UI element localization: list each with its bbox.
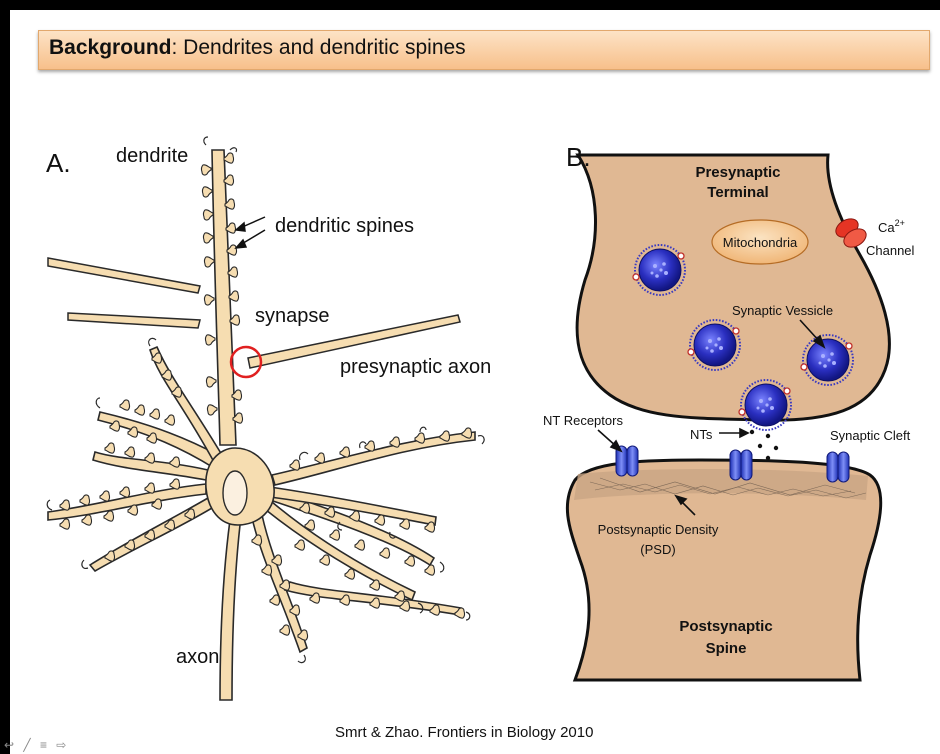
label-axon: axon (176, 646, 219, 668)
slide-nav-icons[interactable]: ↩ ╱ ≡ ⇨ (4, 738, 69, 752)
receptor-3 (827, 452, 849, 482)
label-ca: Ca2+ (878, 218, 905, 235)
panel-a-arrows (236, 217, 265, 248)
label-channel: Channel (866, 243, 915, 258)
citation: Smrt & Zhao. Frontiers in Biology 2010 (335, 724, 593, 741)
panel-b-letter: B. (566, 142, 591, 172)
label-nt-receptors: NT Receptors (543, 413, 623, 428)
label-psd-line2: (PSD) (640, 542, 675, 557)
panel-a-letter: A. (46, 148, 71, 178)
label-presynaptic-axon: presynaptic axon (340, 356, 491, 378)
filopodia (47, 137, 484, 663)
label-dendrite: dendrite (116, 145, 188, 167)
label-presynaptic-terminal-line2: Terminal (707, 184, 768, 201)
label-nts: NTs (690, 427, 713, 442)
label-synaptic-vessicle: Synaptic Vessicle (732, 303, 833, 318)
label-postsynaptic-spine-line2: Spine (706, 640, 747, 657)
label-synaptic-cleft: Synaptic Cleft (830, 428, 911, 443)
label-synapse: synapse (255, 305, 330, 327)
side-axon-upper (48, 258, 200, 293)
label-psd-line1: Postsynaptic Density (598, 522, 719, 537)
nucleus (223, 471, 247, 515)
side-axon-lower (68, 313, 200, 328)
label-presynaptic-terminal-line1: Presynaptic (695, 164, 780, 181)
receptor-2 (730, 450, 752, 480)
neuron-illustration (47, 137, 484, 700)
label-mitochondria: Mitochondria (723, 235, 798, 250)
label-ca-superscript: 2+ (895, 218, 905, 228)
label-ca-base: Ca (878, 220, 895, 235)
label-dendritic-spines: dendritic spines (275, 215, 414, 237)
label-postsynaptic-spine-line1: Postsynaptic (679, 618, 772, 635)
